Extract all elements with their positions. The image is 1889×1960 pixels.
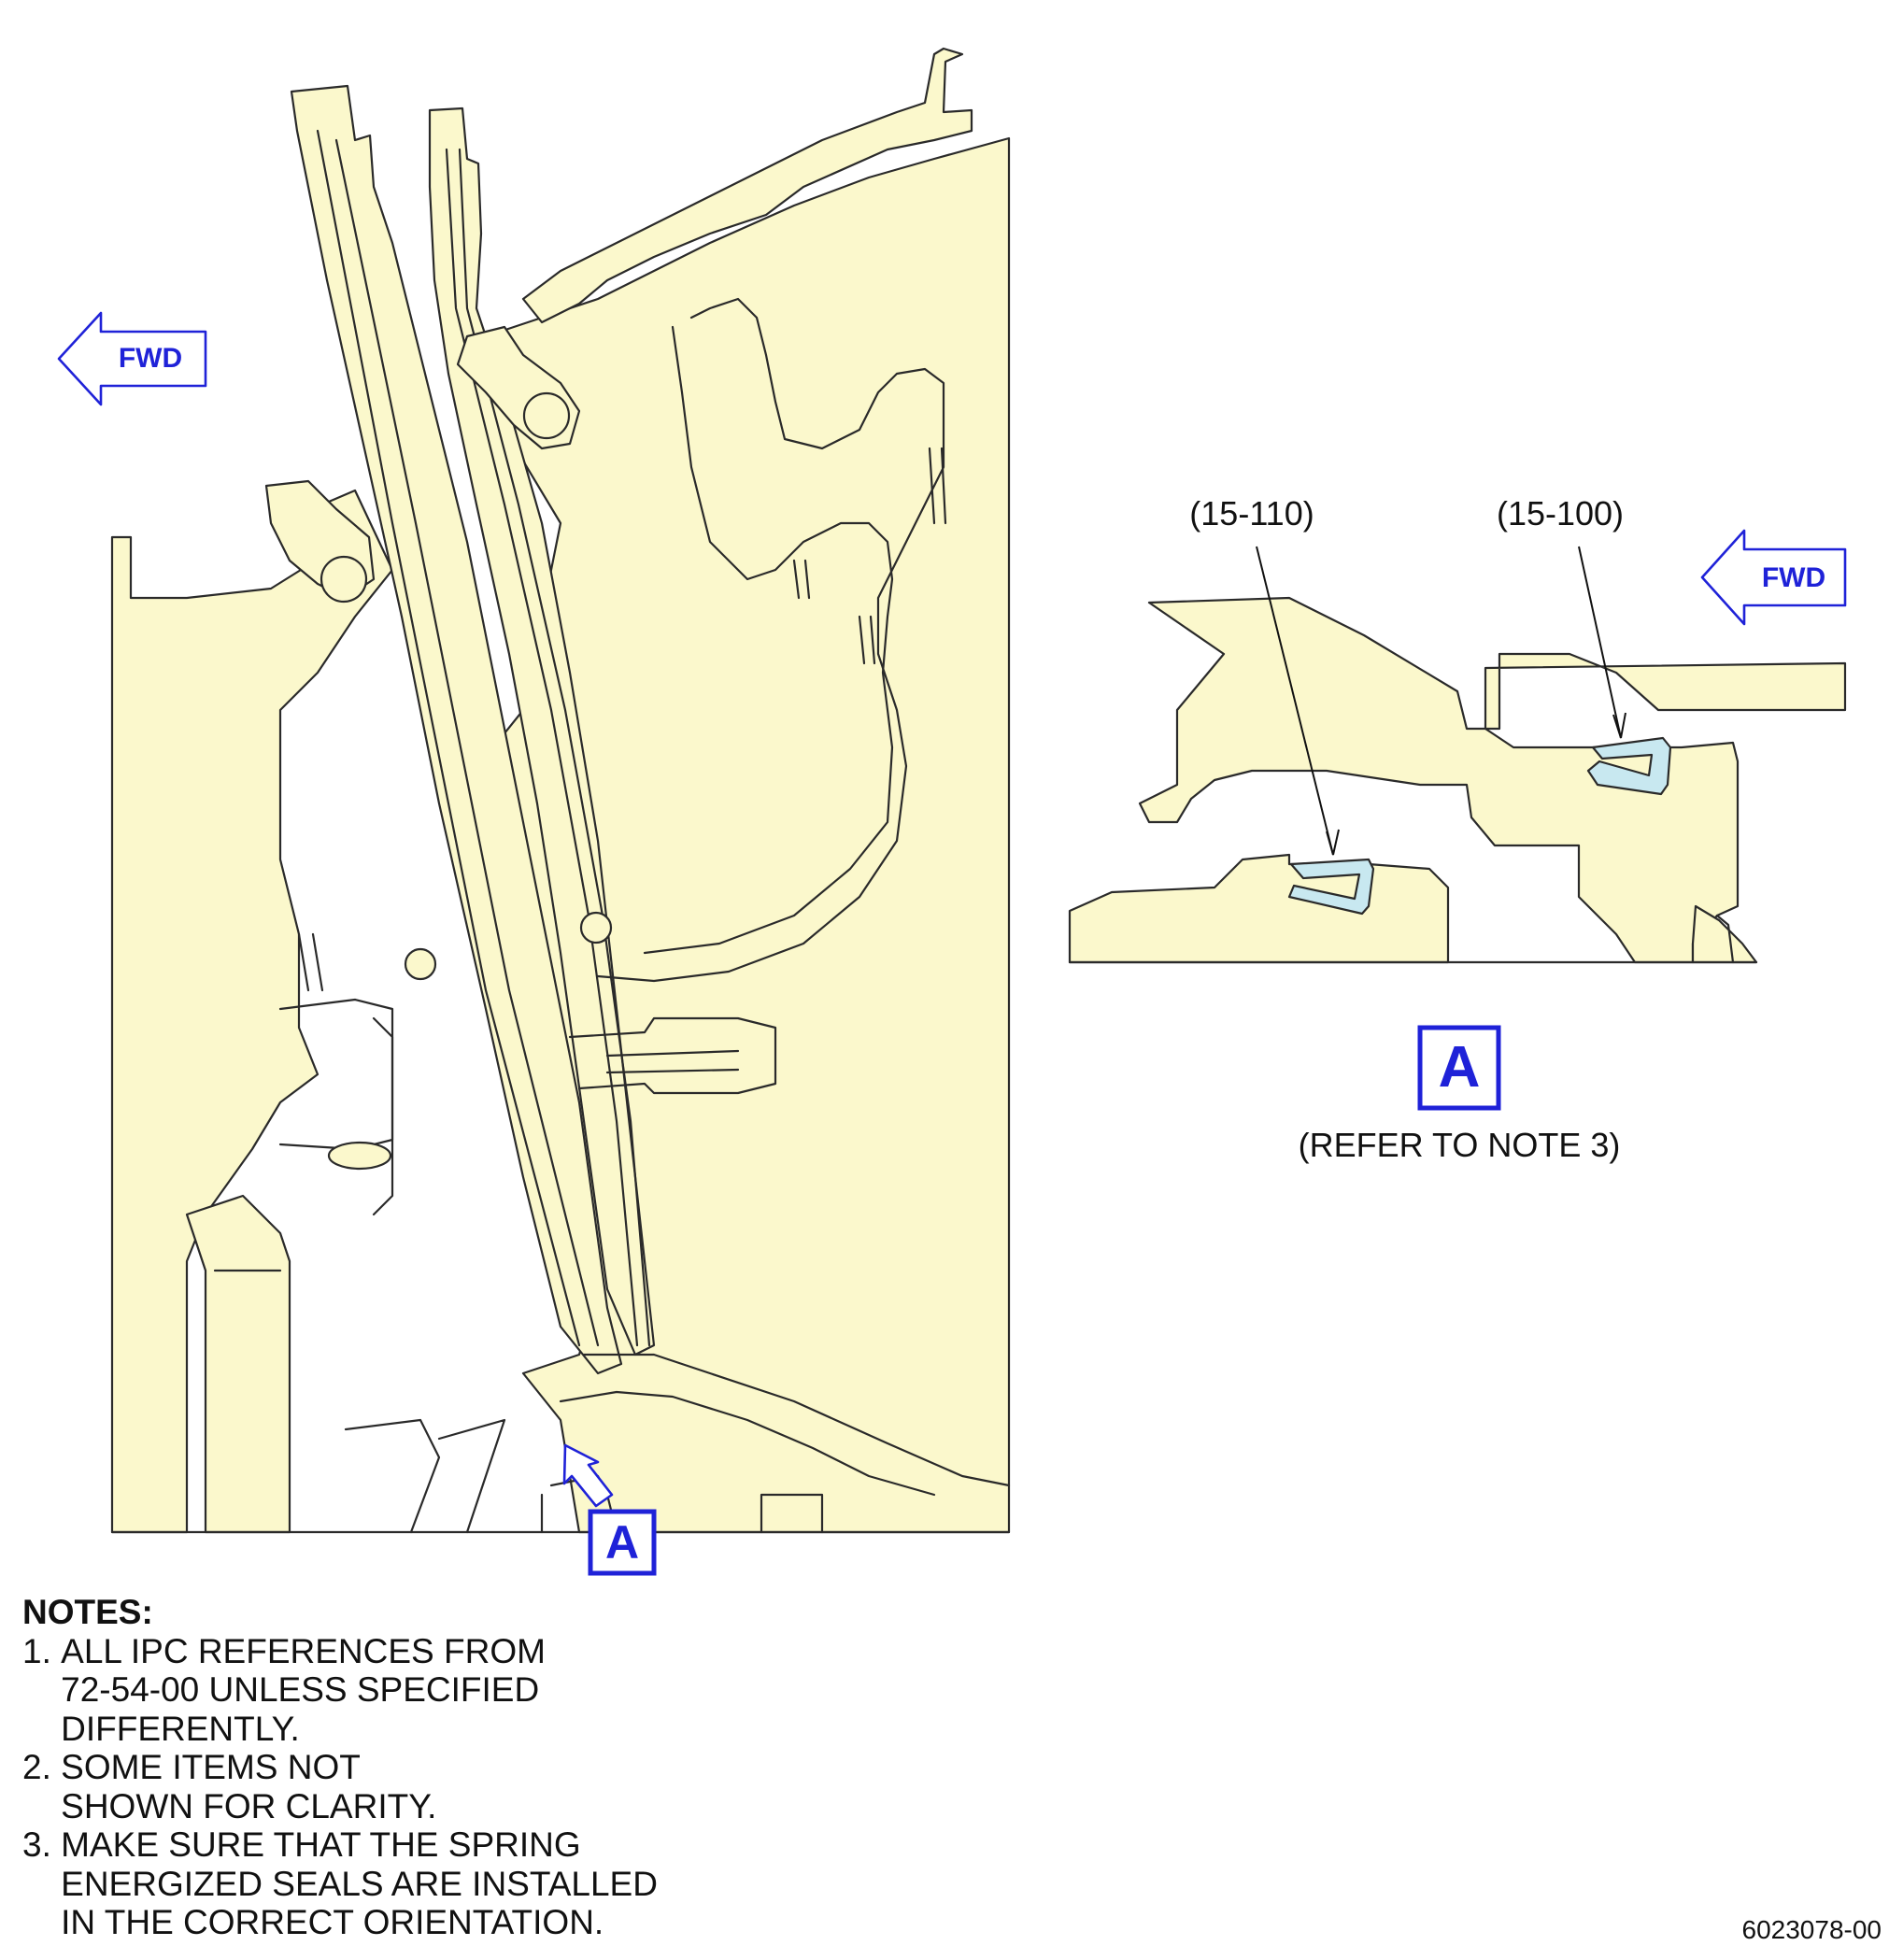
leader-15-100 (1578, 546, 1622, 739)
arrowhead-15-110 (1326, 829, 1340, 856)
lower-left-frame (185, 1194, 291, 1534)
center-hub (582, 1353, 1011, 1487)
note-text: ALL IPC REFERENCES FROM 72-54-00 UNLESS … (61, 1631, 546, 1748)
clip-detail-1 (297, 932, 324, 992)
detail-note-reference: (REFER TO NOTE 3) (1299, 1126, 1621, 1164)
lower-right-slot (760, 1493, 824, 1534)
note-text: SOME ITEMS NOT SHOWN FOR CLARITY. (61, 1748, 437, 1825)
top-shroud (521, 47, 973, 324)
callout-15-110: (15-110) (1189, 494, 1314, 533)
lower-chamber-2 (372, 1016, 394, 1216)
lower-flange (568, 1016, 777, 1095)
lower-mid-wall (344, 1418, 506, 1534)
view-a-arrow (562, 1443, 614, 1508)
view-a-marker-main: A (588, 1509, 657, 1576)
note-number: 2. (22, 1748, 62, 1786)
pivot-hole-upper (522, 391, 571, 440)
detail-lower-part (1068, 853, 1450, 964)
pivot-hole-left (320, 555, 368, 604)
callout-15-100: (15-100) (1497, 494, 1624, 533)
boss-hole-1 (404, 947, 437, 981)
fwd-arrow-main: FWD (57, 311, 207, 406)
strut-line-4 (458, 148, 651, 1347)
arrowhead-15-100 (1612, 712, 1626, 739)
fwd-arrow-detail: FWD (1700, 529, 1847, 626)
note-number: 1. (22, 1631, 62, 1670)
strut-line-3 (445, 148, 639, 1347)
internal-duct-inner (643, 325, 894, 955)
drawing-number: 6023078-00 (1741, 1915, 1882, 1944)
view-a-marker-detail: A (1417, 1025, 1501, 1111)
fwd-label-detail: FWD (1762, 562, 1825, 593)
note-item: 3. MAKE SURE THAT THE SPRING ENERGIZED S… (22, 1825, 658, 1942)
view-a-label-detail: A (1439, 1035, 1481, 1100)
detail-right-part (1691, 904, 1758, 964)
note-number: 3. (22, 1825, 62, 1864)
lower-flange-2 (605, 1049, 740, 1074)
detail-a-view: (15-110) (15-100) FWD A (REFER TO NOTE 3… (1068, 494, 1847, 1164)
leader-15-110 (1256, 546, 1334, 856)
inlet-vane-right (428, 107, 656, 1356)
note-text: MAKE SURE THAT THE SPRING ENERGIZED SEAL… (61, 1825, 658, 1941)
notes-title: NOTES: (22, 1593, 153, 1631)
seal-15-110[interactable] (1287, 858, 1375, 916)
center-hub-lower (559, 1390, 936, 1497)
clip-detail-2 (928, 447, 947, 525)
oval-seal-left (327, 1141, 392, 1171)
note-item: 2. SOME ITEMS NOT SHOWN FOR CLARITY. (22, 1748, 658, 1825)
notes-block: NOTES: 1. ALL IPC REFERENCES FROM 72-54-… (22, 1593, 658, 1942)
seal-15-100[interactable] (1586, 736, 1672, 796)
clip-detail-4 (858, 615, 876, 665)
boss-hole-2 (579, 911, 613, 944)
strut-line-2 (334, 138, 600, 1347)
note-item: 1. ALL IPC REFERENCES FROM 72-54-00 UNLE… (22, 1632, 658, 1749)
strut-line-1 (316, 129, 581, 1347)
main-section-view (110, 47, 1011, 1534)
clip-detail-3 (792, 559, 811, 600)
outer-casing-right (447, 136, 1011, 1534)
view-a-label-main: A (605, 1516, 639, 1569)
detail-right-edge (1715, 914, 1735, 964)
fwd-label-main: FWD (119, 343, 182, 374)
